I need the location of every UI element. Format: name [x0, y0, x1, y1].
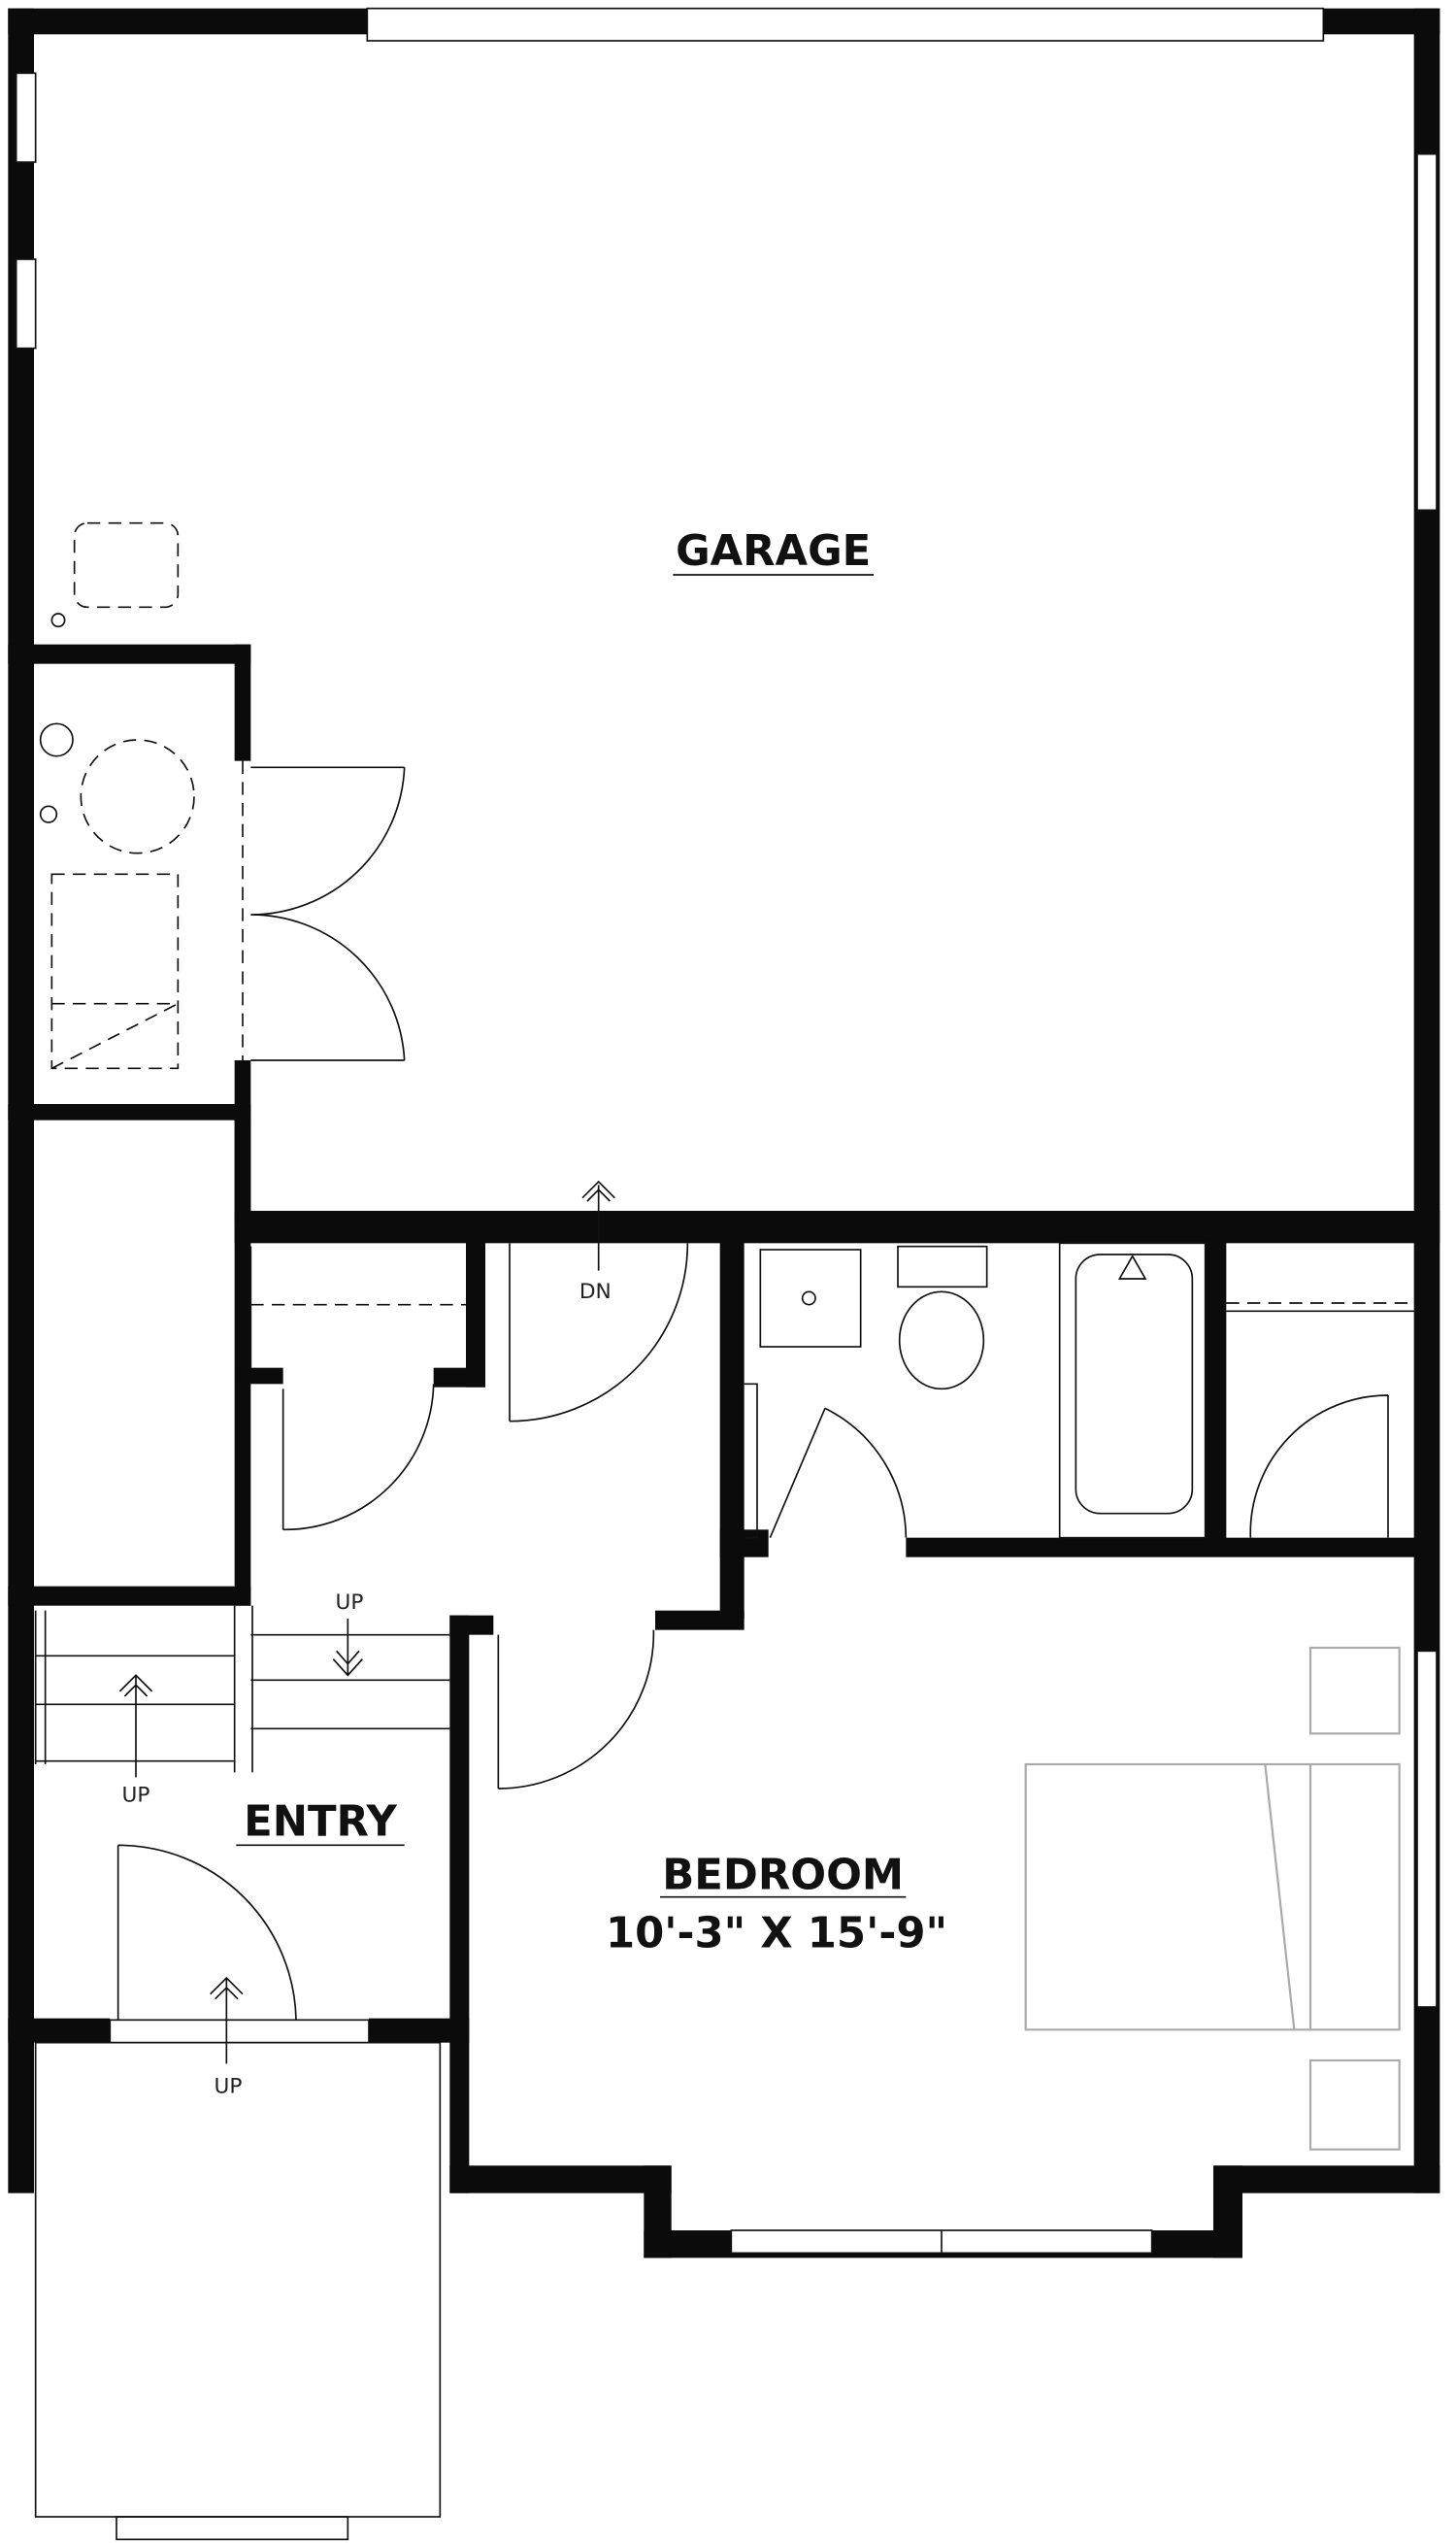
- room-dimensions-bedroom: 10'-3" X 15'-9": [606, 1909, 947, 1957]
- bed-and-nightstands: [1024, 1646, 1401, 2151]
- room-label-garage: GARAGE: [676, 527, 871, 576]
- stair-label-up-stairs: UP: [122, 1783, 150, 1807]
- room-label-entry: ENTRY: [244, 1797, 397, 1846]
- windows-and-doors: [15, 7, 1438, 2255]
- room-label-bedroom: BEDROOM: [662, 1851, 904, 1899]
- stair-label-up-upper: UP: [336, 1590, 364, 1615]
- porch: [34, 2041, 442, 2541]
- stair-label-up-entry: UP: [215, 2074, 243, 2098]
- stair-arrows: [118, 1180, 615, 2064]
- fixtures: [34, 521, 1416, 1773]
- stair-label-dn: DN: [579, 1280, 612, 1304]
